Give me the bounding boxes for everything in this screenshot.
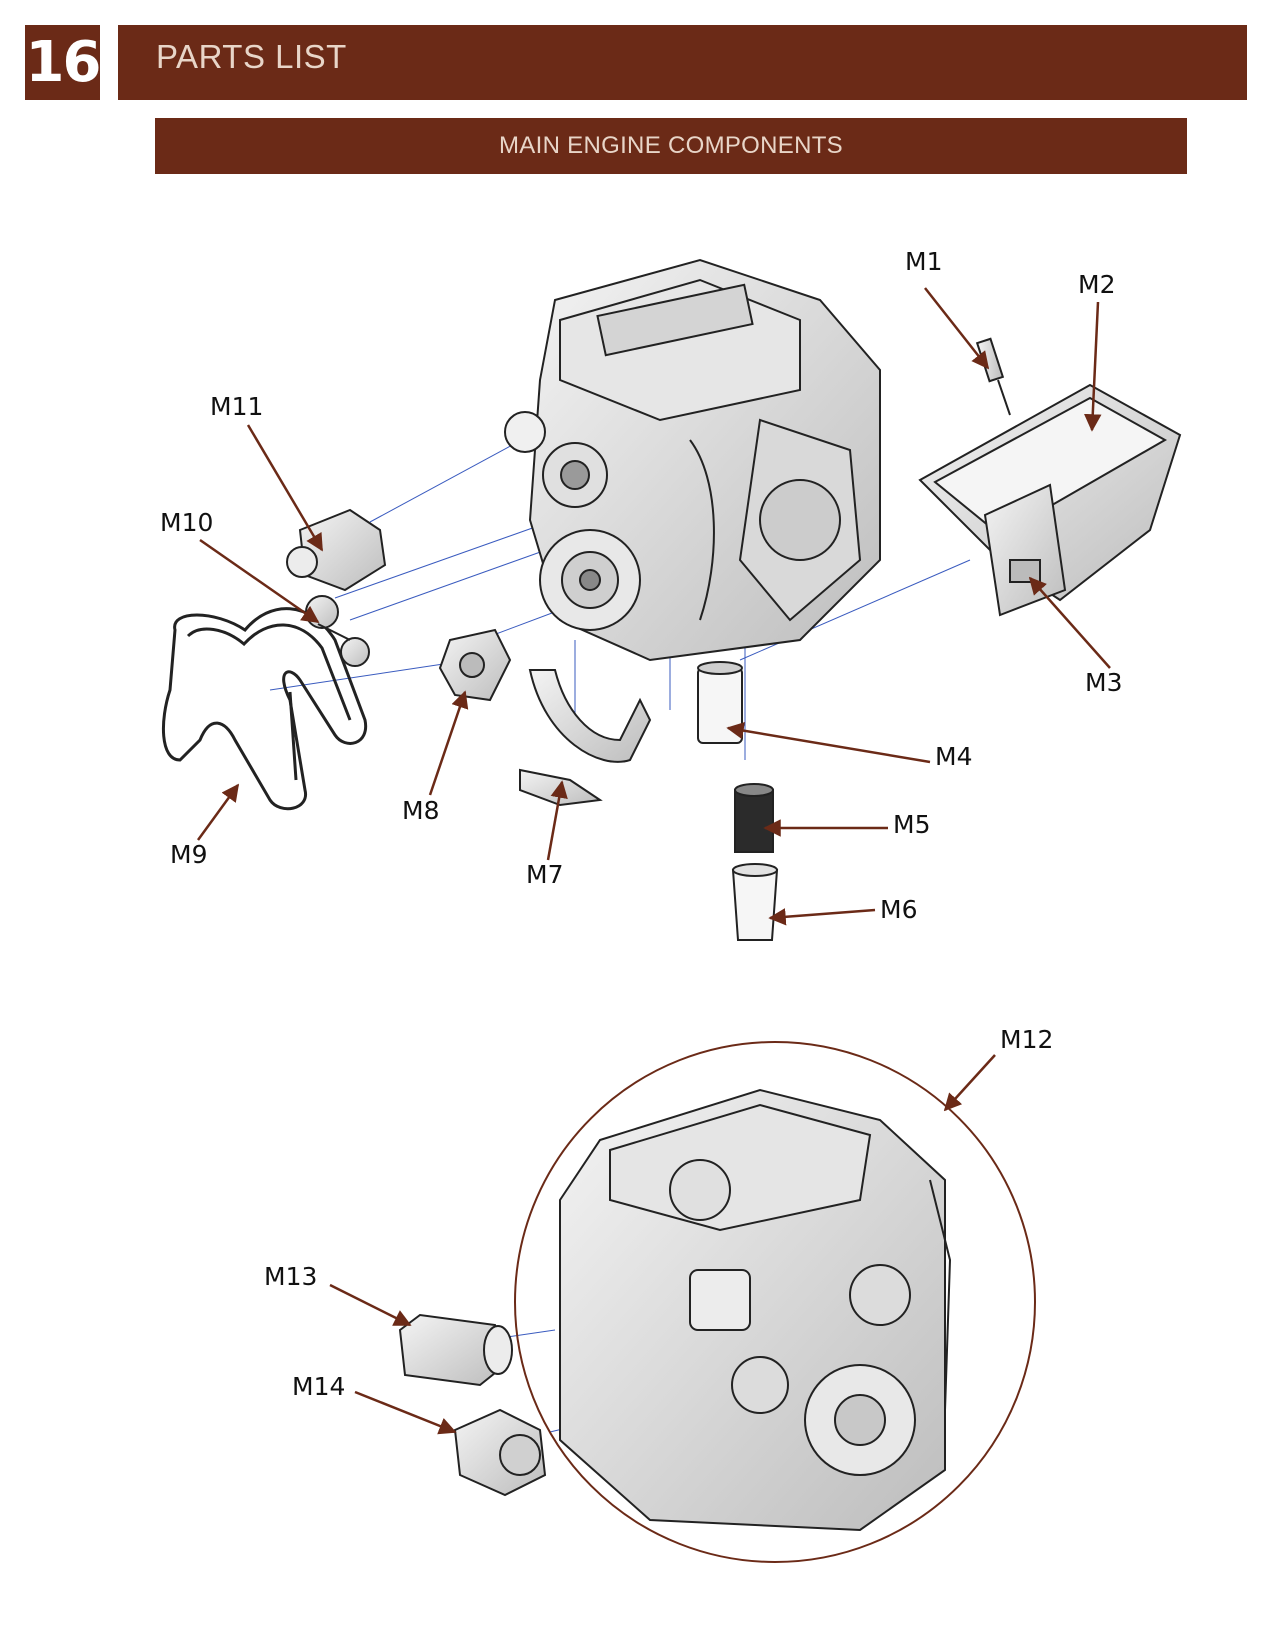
- callout-label-m2: M2: [1078, 270, 1116, 299]
- part-m14-ac-compressor: [453, 1408, 547, 1497]
- section-banner-title: MAIN ENGINE COMPONENTS: [499, 132, 843, 159]
- part-m9-serpentine-belt: [161, 607, 368, 811]
- callout-label-m6: M6: [880, 895, 918, 924]
- part-m12-complete-engine: [514, 1041, 1036, 1563]
- part-m13-starter-motor: [398, 1313, 513, 1387]
- callout-label-m12: M12: [1000, 1025, 1054, 1054]
- part-m7-engine-mount: [519, 669, 652, 807]
- callout-label-m1: M1: [905, 247, 943, 276]
- callout-label-m11: M11: [210, 392, 264, 421]
- callout-label-m8: M8: [402, 796, 440, 825]
- section-number: 16: [25, 25, 101, 100]
- callout-label-m13: M13: [264, 1262, 318, 1291]
- section-banner: MAIN ENGINE COMPONENTS: [155, 118, 1187, 174]
- part-m1-dipstick: [975, 337, 1011, 416]
- callout-label-m5: M5: [893, 810, 931, 839]
- callout-label-m14: M14: [292, 1372, 346, 1401]
- part-m5-filter-element: [734, 783, 774, 853]
- callout-label-m7: M7: [526, 860, 564, 889]
- main-engine-illustration: [504, 258, 881, 662]
- part-m4-oil-filter: [697, 661, 743, 744]
- callout-label-m4: M4: [935, 742, 973, 771]
- part-m6-filter-housing: [731, 863, 779, 941]
- part-m10-belt-tensioner: [305, 595, 370, 667]
- callout-arrows: [196, 287, 1111, 1435]
- page-title: PARTS LIST: [156, 38, 347, 75]
- part-m8-water-pump: [438, 628, 512, 702]
- callout-label-m10: M10: [160, 508, 214, 537]
- callout-label-m3: M3: [1085, 668, 1123, 697]
- page-header: PARTS LIST: [118, 25, 1247, 100]
- callout-label-m9: M9: [170, 840, 208, 869]
- part-m11-alternator: [286, 508, 387, 592]
